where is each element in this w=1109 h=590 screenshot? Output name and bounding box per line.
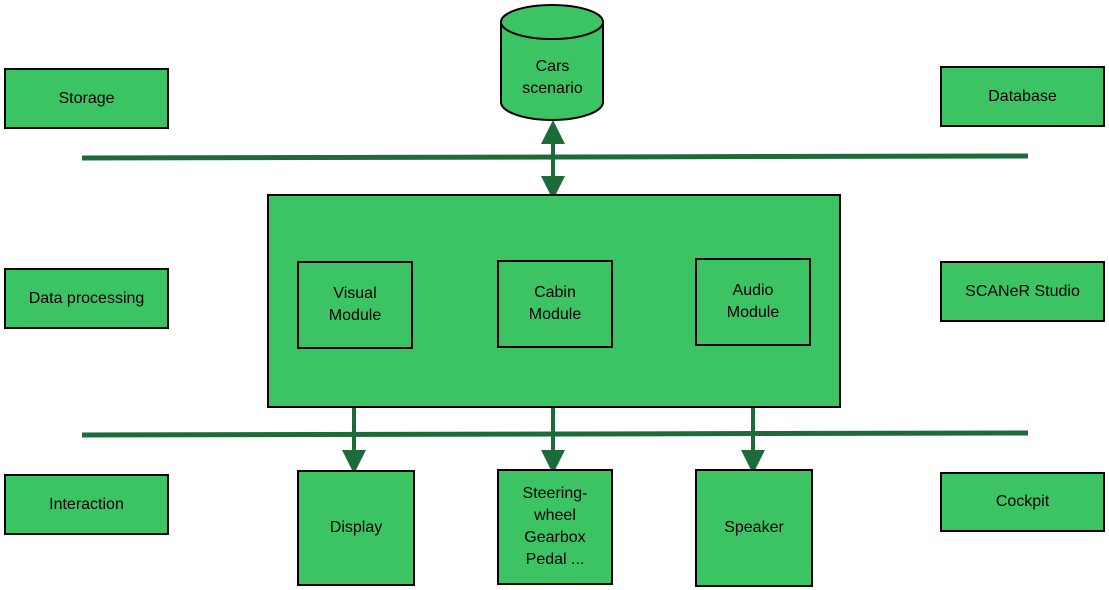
steering-gearbox-pedal-box: Steering- wheel Gearbox Pedal ... xyxy=(497,469,613,585)
layer-data-processing-box: Data processing xyxy=(4,268,169,329)
component-database-box: Database xyxy=(940,66,1105,127)
audio-module-box: Audio Module xyxy=(695,258,811,346)
visual-module-box: Visual Module xyxy=(297,261,413,349)
cabin-module-box: Cabin Module xyxy=(497,260,613,348)
component-cockpit-box: Cockpit xyxy=(940,472,1105,532)
cars-scenario-cylinder xyxy=(500,4,604,121)
component-scaner-studio-box: SCANeR Studio xyxy=(940,261,1105,322)
layer-interaction-box: Interaction xyxy=(4,474,169,535)
display-box: Display xyxy=(297,470,415,586)
layer-storage-box: Storage xyxy=(4,68,169,129)
cars-scenario-label: Cars scenario xyxy=(522,58,583,97)
speaker-box: Speaker xyxy=(695,469,813,587)
